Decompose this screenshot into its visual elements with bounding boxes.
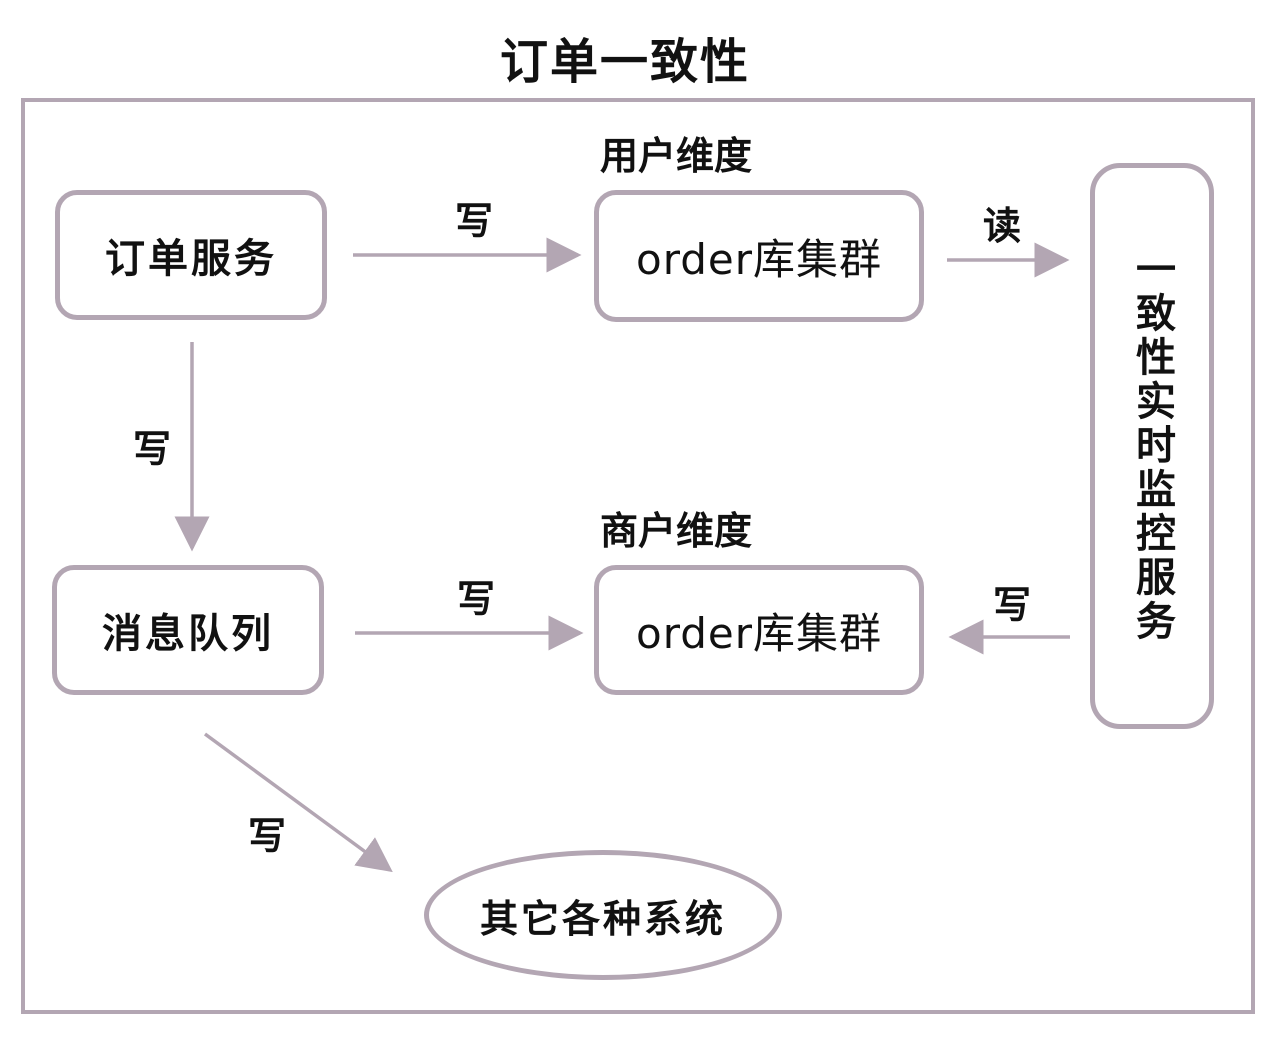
- node-consistency-monitor: 一致性实时监控服务: [1090, 163, 1214, 729]
- diagram-frame: [21, 98, 1255, 1014]
- node-merchant-db-cluster: order库集群: [594, 565, 924, 695]
- edge-label-queue-to-merchant-db: 写: [457, 577, 496, 621]
- edge-label-queue-to-other-systems: 写: [248, 814, 287, 858]
- group-label-user: 用户维度: [600, 134, 753, 178]
- edge-label-monitor-to-merchant-db: 写: [993, 583, 1032, 627]
- edge-label-user-db-to-monitor: 读: [983, 204, 1022, 248]
- node-user-db-cluster: order库集群: [594, 190, 924, 322]
- node-order-service: 订单服务: [55, 190, 327, 320]
- edge-message-queue-to-other-systems: [203, 732, 393, 873]
- edge-label-order-to-queue: 写: [133, 427, 172, 471]
- edge-label-order-to-user-db: 写: [455, 199, 494, 243]
- node-other-systems: 其它各种系统: [424, 850, 782, 980]
- group-label-merchant: 商户维度: [600, 509, 753, 553]
- page-title: 订单一致性: [499, 34, 750, 90]
- node-message-queue: 消息队列: [52, 565, 324, 695]
